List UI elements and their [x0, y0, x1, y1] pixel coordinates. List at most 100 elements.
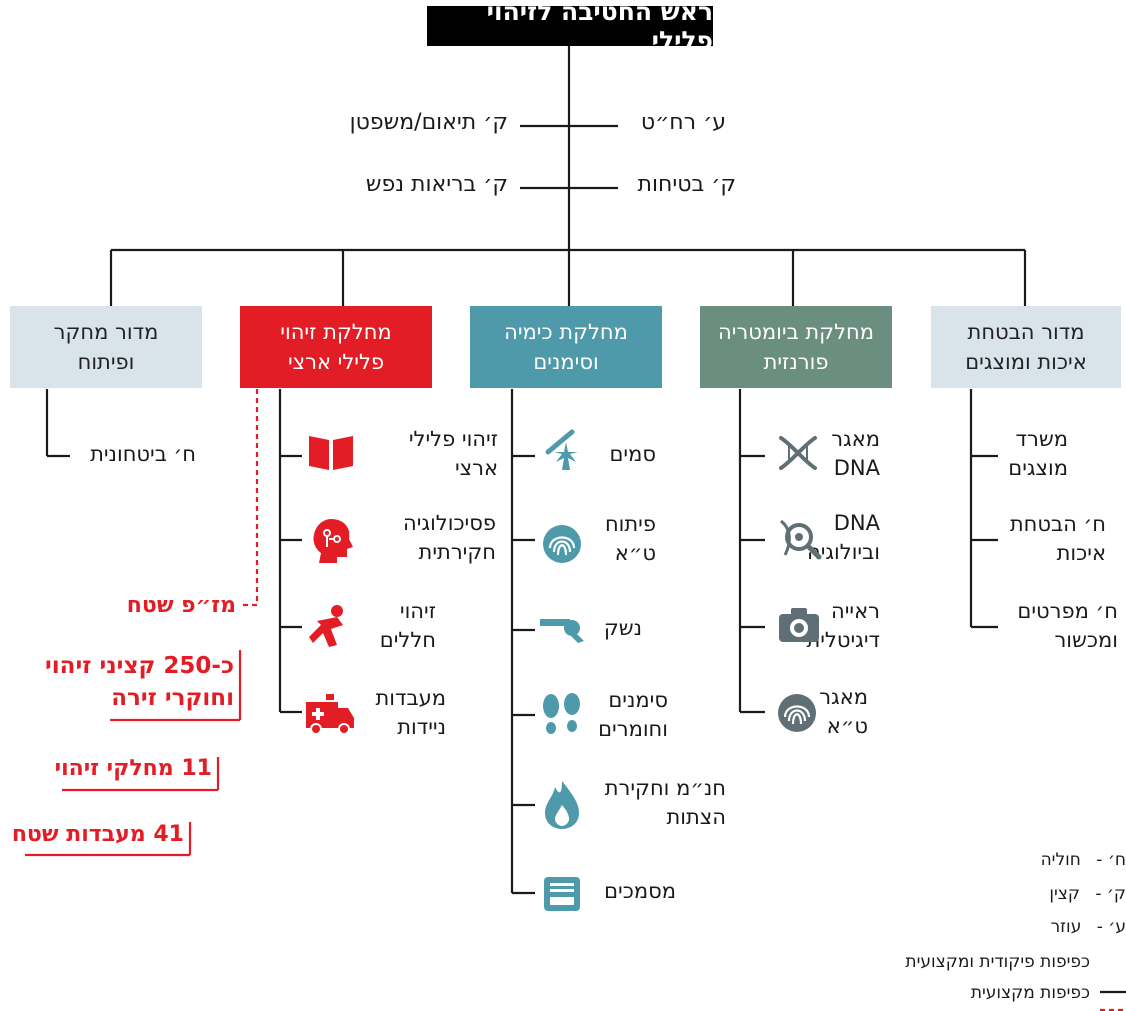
head-of-division-title: ראש החטיבה לזיהוי פלילי [486, 0, 713, 55]
chemistry-item: חנ״מ וחקירת הצתות [605, 774, 726, 832]
file-tray-icon [544, 877, 580, 911]
field-officers-line: וחוקרי זירה [111, 685, 234, 711]
item-line: ניידות [397, 715, 446, 739]
legend-meaning: עוזר [1050, 917, 1082, 937]
item-line: חנ״מ וחקירת [604, 776, 726, 800]
staff-mental-health: ק׳ בריאות נפש [365, 172, 508, 197]
dept-label: איכות ומוצגים [965, 350, 1087, 374]
field-title: מז״פ שטח [126, 593, 236, 618]
staff-coordination: ק׳ תיאום/משפטן [349, 110, 508, 135]
item-line: מסמכים [604, 879, 676, 903]
legend-dashed-label: כפיפות מקצועית [970, 983, 1090, 1003]
field-officers-line: כ-250 קציני זיהוי [45, 653, 234, 679]
ambulance-icon [306, 694, 354, 735]
dna-icon [779, 436, 817, 470]
item-line: DNA [833, 456, 880, 480]
dept-biometrics: מחלקת ביומטריה פורנזית [700, 306, 892, 388]
biometrics-item: מאגר ט״א [819, 683, 868, 741]
fingerprint-icon [778, 694, 816, 732]
legend-code: ק׳ - [1095, 884, 1126, 904]
drugs-icon [545, 429, 578, 470]
item-line: ט״א [826, 714, 868, 738]
dept-label: מחלקת ביומטריה [718, 320, 875, 344]
quality-item: משרד מוצגים [1008, 425, 1068, 483]
item-line: סמים [609, 442, 656, 466]
item-line: וביולוגיה [806, 540, 880, 564]
item-line: סימנים [608, 688, 668, 712]
dept-label: מחלקת זיהוי [280, 320, 392, 344]
item-line: ומכשור [1054, 628, 1118, 652]
fire-icon [545, 781, 579, 829]
staff-safety: ק׳ בטיחות [637, 172, 736, 197]
dept-label: פלילי ארצי [287, 350, 385, 374]
dept-label: וסימנים [533, 350, 599, 374]
brain-head-icon [313, 519, 353, 563]
item-line: מאגר [819, 685, 868, 709]
dept-national-forensic: מחלקת זיהוי פלילי ארצי [240, 306, 432, 388]
field-labs: 41 מעבדות שטח [11, 822, 184, 847]
quality-item: ח׳ מפרטים ומכשור [1017, 597, 1118, 655]
chemistry-item: סימנים וחומרים [598, 686, 668, 744]
chemistry-item: מסמכים [604, 877, 676, 906]
item-line: זיהוי פלילי [408, 427, 498, 451]
body-icon [309, 605, 343, 647]
dept-label: ופיתוח [77, 350, 135, 374]
dept-chemistry: מחלקת כימיה וסימנים [470, 306, 662, 388]
legend-meaning: קצין [1049, 884, 1080, 904]
biometrics-item: DNA וביולוגיה [807, 509, 880, 567]
item-line: איכות [1056, 541, 1106, 565]
quality-item: ח׳ הבטחת איכות [1010, 510, 1106, 568]
dept-label: מדור הבטחת [967, 320, 1085, 344]
item-line: ח׳ ביטחונית [90, 442, 196, 466]
book-icon [309, 436, 353, 470]
forensic-item: זיהוי חללים [380, 597, 436, 655]
head-of-division-box: ראש החטיבה לזיהוי פלילי [427, 0, 713, 55]
item-line: מעבדות [375, 686, 446, 710]
item-line: חללים [379, 628, 436, 652]
research-item: ח׳ ביטחונית [90, 440, 196, 469]
item-line: מוצגים [1008, 456, 1068, 480]
dept-label: מדור מחקר [53, 320, 159, 344]
camera-icon [779, 608, 819, 642]
item-line: ח׳ הבטחת [1009, 512, 1106, 536]
dept-label: פורנזית [763, 350, 829, 374]
legend-abbr-row: ק׳ - קצין [1049, 884, 1126, 904]
dept-research: מדור מחקר ופיתוח [10, 306, 202, 388]
biometrics-item: מאגר DNA [831, 425, 880, 483]
field-officers: כ-250 קציני זיהוי וחוקרי זירה [45, 650, 234, 714]
footprints-icon [543, 693, 580, 734]
item-line: זיהוי [399, 599, 436, 623]
item-line: פיתוח [604, 512, 656, 536]
revolver-icon [540, 619, 584, 643]
item-line: וחומרים [598, 717, 668, 741]
legend-code: ח׳ - [1096, 850, 1126, 870]
forensic-item: פסיכולוגיה חקירתית [403, 509, 496, 567]
dept-label: מחלקת כימיה [504, 320, 628, 344]
chemistry-item: סמים [609, 440, 656, 469]
field-departments: 11 מחלקי זיהוי [54, 756, 212, 781]
chemistry-item: נשק [604, 614, 642, 643]
item-line: ט״א [614, 541, 656, 565]
item-line: DNA [833, 511, 880, 535]
item-line: משרד [1015, 427, 1068, 451]
item-line: חקירתית [418, 540, 496, 564]
forensic-item: זיהוי פלילי ארצי [409, 425, 498, 483]
item-line: ארצי [454, 456, 498, 480]
legend-meaning: חוליה [1040, 850, 1081, 870]
legend-code: ע׳ - [1096, 917, 1126, 937]
item-line: פסיכולוגיה [403, 511, 496, 535]
item-line: ח׳ מפרטים [1017, 599, 1118, 623]
dna-magnifier-icon [780, 519, 822, 560]
legend-solid-label: כפיפות פיקודית ומקצועית [905, 952, 1090, 972]
item-line: מאגר [831, 427, 880, 451]
fingerprint-icon [543, 525, 581, 563]
forensic-item: מעבדות ניידות [375, 684, 446, 742]
legend-abbr-row: ח׳ - חוליה [1041, 850, 1126, 870]
item-line: הצתות [666, 805, 726, 829]
dept-quality-assurance: מדור הבטחת איכות ומוצגים [931, 306, 1121, 388]
item-line: נשק [603, 616, 642, 640]
chemistry-item: פיתוח ט״א [605, 510, 656, 568]
legend-abbr-row: ע׳ - עוזר [1051, 917, 1126, 937]
staff-assistant: ע׳ רח״ט [640, 110, 726, 135]
